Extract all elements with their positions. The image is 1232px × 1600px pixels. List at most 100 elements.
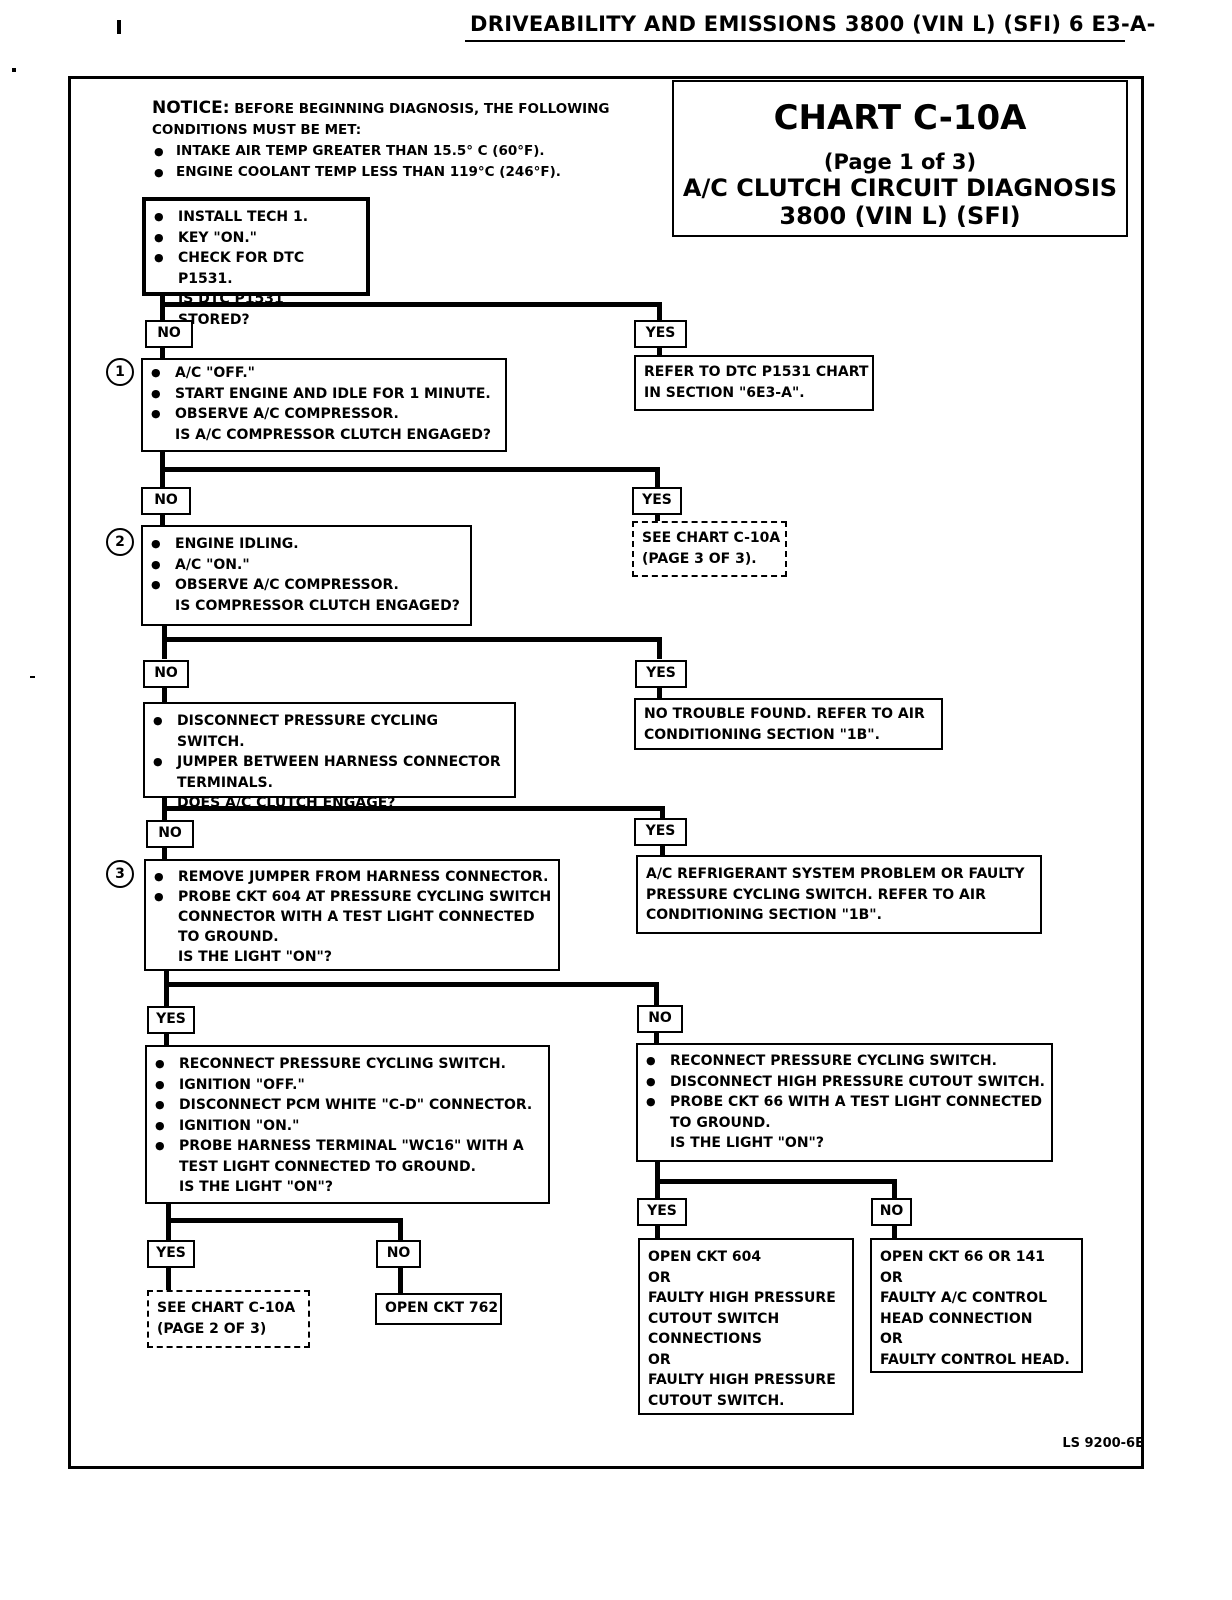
chart-title-box: CHART C-10A (Page 1 of 3) A/C CLUTCH CIR… [672,80,1128,237]
box-line: PRESSURE CYCLING SWITCH. REFER TO AIR [646,886,986,903]
open-ckt-604-box: OPEN CKT 604 OR FAULTY HIGH PRESSURE CUT… [638,1238,854,1415]
step-item: START ENGINE AND IDLE FOR 1 MINUTE. [149,384,499,405]
box-line: CUTOUT SWITCH. [648,1392,785,1409]
no-label: NO [637,1005,683,1033]
flow-line [398,1268,403,1294]
step-question: DOES A/C CLUTCH ENGAGE? [177,795,396,811]
step-question: IS THE LIGHT "ON"? [670,1135,824,1151]
yes-label: YES [147,1006,195,1034]
step-item: DISCONNECT PCM WHITE "C-D" CONNECTOR. [153,1095,542,1116]
step-item: KEY "ON." [152,228,360,249]
header-rule [465,40,1125,42]
step-question: IS DTC P1531 STORED? [178,291,284,328]
jumper-test-box: DISCONNECT PRESSURE CYCLING SWITCH. JUMP… [143,702,516,811]
flow-line [162,797,167,810]
flow-line [166,1203,171,1223]
box-line: IN SECTION "6E3-A". [644,384,805,401]
flow-line [657,687,662,699]
flow-line [398,1218,403,1240]
flow-line [166,1218,403,1223]
see-chart-page2-box: SEE CHART C-10A (PAGE 2 OF 3) [147,1290,310,1348]
flow-line [655,513,660,522]
no-label: NO [145,320,193,348]
box-line: FAULTY CONTROL HEAD. [880,1351,1070,1368]
flow-line [162,847,167,860]
box-line: OPEN CKT 66 OR 141 [880,1249,1045,1265]
flow-line [160,513,165,525]
box-line: OR [880,1269,903,1286]
step2-box: ENGINE IDLING. A/C "ON." OBSERVE A/C COM… [141,525,472,626]
flow-line [162,637,662,642]
figure-code: LS 9200-6E [1062,1436,1144,1451]
box-line: OR [648,1351,671,1368]
box-line: SEE CHART C-10A [157,1300,296,1316]
flow-line [162,637,167,659]
flow-line [164,1033,169,1047]
chart-frame [68,76,1144,1469]
flow-line [160,302,165,320]
no-label: NO [141,487,191,515]
flow-line [892,1179,897,1199]
step3-box: REMOVE JUMPER FROM HARNESS CONNECTOR. PR… [144,859,560,971]
box-line: FAULTY HIGH PRESSURE [648,1290,836,1306]
yes-label: YES [634,320,687,348]
open-ckt-66-box: OPEN CKT 66 OR 141 OR FAULTY A/C CONTROL… [870,1238,1083,1373]
yes-label: YES [634,818,687,846]
box-line: FAULTY A/C CONTROL [880,1290,1048,1306]
see-chart-page3-box: SEE CHART C-10A (PAGE 3 OF 3). [632,521,787,577]
flow-line [655,1226,660,1239]
flow-line [657,302,662,320]
box-line: HEAD CONNECTION [880,1310,1033,1327]
flow-line [160,293,165,306]
flow-line [657,637,662,659]
notice-item: ENGINE COOLANT TEMP LESS THAN 119°C (246… [152,162,622,183]
step-item: IGNITION "ON." [153,1116,542,1137]
flow-line [657,346,662,356]
chart-subtitle: A/C CLUTCH CIRCUIT DIAGNOSIS [682,174,1118,202]
flow-line [162,806,665,811]
yes-label: YES [632,487,682,515]
start-check-box: INSTALL TECH 1. KEY "ON." CHECK FOR DTC … [142,197,370,328]
step-item: A/C "OFF." [149,363,499,384]
step-item: ENGINE IDLING. [149,534,464,555]
dtc-reference-box: REFER TO DTC P1531 CHART IN SECTION "6E3… [634,355,874,411]
flow-line [162,687,167,703]
flow-line [160,451,165,471]
flow-line [654,1031,659,1045]
step-item: PROBE HARNESS TERMINAL "WC16" WITH A TES… [153,1136,542,1177]
step-number-badge: 2 [106,528,134,556]
step-question: IS THE LIGHT "ON"? [178,949,332,965]
chart-title: CHART C-10A [773,98,1027,138]
flow-line [166,1268,171,1290]
flow-line [160,467,165,487]
refrigerant-problem-box: A/C REFRIGERANT SYSTEM PROBLEM OR FAULTY… [636,855,1042,934]
step-item: OBSERVE A/C COMPRESSOR. [149,404,499,425]
box-line: FAULTY HIGH PRESSURE [648,1372,836,1388]
step-item: OBSERVE A/C COMPRESSOR. [149,575,464,596]
flow-line [654,982,659,1006]
notice-text: BEFORE BEGINNING DIAGNOSIS, THE FOLLOWIN… [152,101,610,138]
box-line: OPEN CKT 604 [648,1249,762,1265]
box-line: OPEN CKT 762 [385,1300,499,1316]
flow-line [162,626,167,641]
no-label: NO [143,660,189,688]
box-line: CUTOUT SWITCH [648,1310,780,1327]
box-line: (PAGE 2 OF 3) [157,1320,267,1337]
step-item: DISCONNECT PRESSURE CYCLING SWITCH. [151,711,508,752]
step-item: CHECK FOR DTC P1531. [152,248,360,289]
notice-block: NOTICE: BEFORE BEGINNING DIAGNOSIS, THE … [152,98,622,183]
box-line: REFER TO DTC P1531 CHART [644,364,869,380]
pcm-connector-check-box: RECONNECT PRESSURE CYCLING SWITCH. IGNIT… [145,1045,550,1204]
open-ckt-762-box: OPEN CKT 762 [375,1293,502,1325]
step-item: REMOVE JUMPER FROM HARNESS CONNECTOR. [152,867,552,887]
box-line: CONDITIONING SECTION "1B". [644,726,880,743]
cutout-switch-check-box: RECONNECT PRESSURE CYCLING SWITCH. DISCO… [636,1043,1053,1162]
step-item: DISCONNECT HIGH PRESSURE CUTOUT SWITCH. [644,1072,1045,1093]
flow-line [162,806,167,821]
step-question: IS COMPRESSOR CLUTCH ENGAGED? [175,597,460,614]
box-line: OR [648,1269,671,1286]
box-line: SEE CHART C-10A [642,530,781,546]
flow-line [655,1179,660,1199]
no-label: NO [376,1240,421,1268]
box-line: CONNECTIONS [648,1331,762,1347]
